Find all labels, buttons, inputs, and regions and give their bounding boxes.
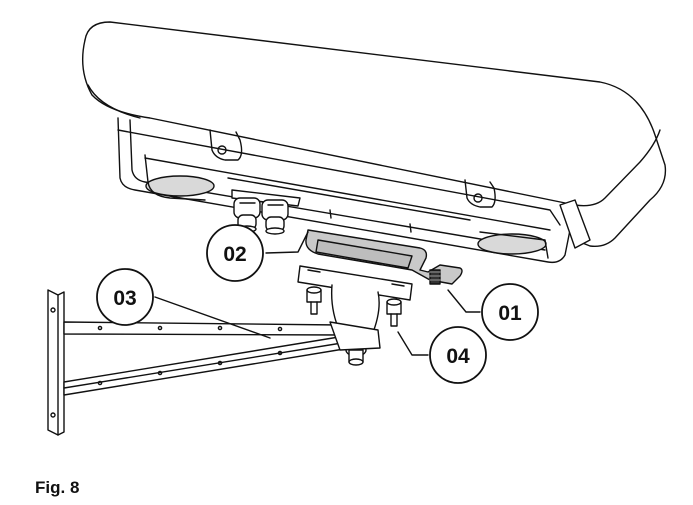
leader-04 bbox=[397, 331, 429, 356]
figure-caption: Fig. 8 bbox=[35, 478, 80, 497]
callout-01: 01 bbox=[481, 283, 539, 341]
leader-lines bbox=[154, 231, 481, 356]
callout-04-label: 04 bbox=[446, 345, 470, 368]
leader-02 bbox=[265, 231, 309, 254]
callout-01-label: 01 bbox=[498, 302, 522, 325]
callout-03: 03 bbox=[96, 268, 154, 326]
wall-bracket-arm bbox=[47, 289, 381, 436]
leader-01 bbox=[447, 289, 481, 313]
callout-03-label: 03 bbox=[113, 287, 136, 310]
gasket-plate bbox=[305, 229, 463, 285]
callout-02: 02 bbox=[206, 224, 264, 282]
camera-housing bbox=[82, 21, 667, 264]
screws bbox=[306, 286, 402, 327]
callout-02-label: 02 bbox=[223, 243, 246, 266]
bracket-top-plate bbox=[297, 265, 413, 366]
callout-04: 04 bbox=[429, 326, 487, 384]
leader-03 bbox=[154, 296, 271, 339]
